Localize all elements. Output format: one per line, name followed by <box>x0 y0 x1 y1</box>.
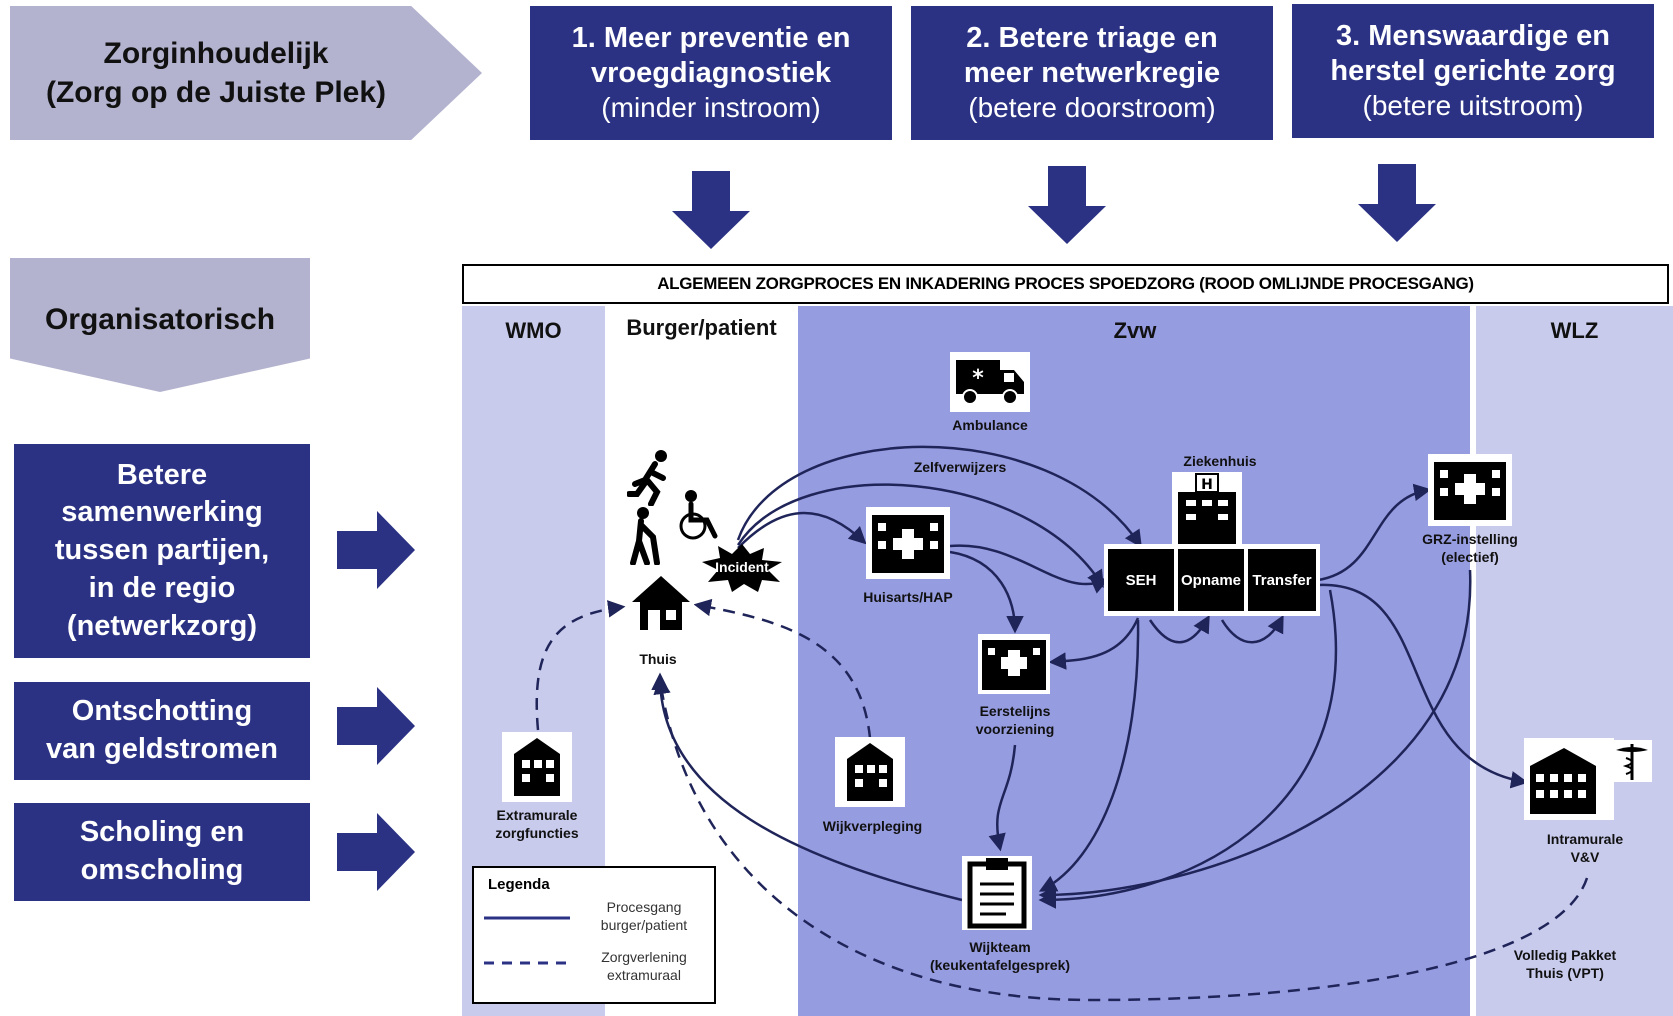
diagram-title: ALGEMEEN ZORGPROCES EN INKADERING PROCES… <box>657 274 1474 293</box>
down-arrow-3 <box>1358 164 1436 242</box>
zorginhoudelijk-arrow: Zorginhoudelijk (Zorg op de Juiste Plek) <box>10 6 482 140</box>
flow-transfer-wijkteam <box>1038 589 1338 909</box>
diagram-title-bar: ALGEMEEN ZORGPROCES EN INKADERING PROCES… <box>462 264 1669 304</box>
down-arrow-1 <box>672 171 750 249</box>
right-arrow-3 <box>337 813 415 891</box>
house-icon <box>628 570 694 636</box>
flow-incident-huisarts <box>737 511 867 549</box>
box-samenwerking: Betere samenwerking tussen partijen, in … <box>14 444 310 658</box>
flow-huisarts-eerstelijns <box>949 550 1024 634</box>
wijkverpleging-label: Wijkverpleging <box>822 818 923 834</box>
clinic-icon <box>866 507 950 579</box>
ziekenhuis-label: Ziekenhuis <box>1183 453 1257 469</box>
flow-incident-ambulance-seh <box>736 445 1142 548</box>
zvw-header: Zvw <box>1113 318 1157 343</box>
legend-dashed-label: Zorgverlening extramuraal <box>601 949 687 984</box>
flow-grz-wijkteam <box>1038 569 1472 904</box>
zorginhoudelijk-label: Zorginhoudelijk (Zorg op de Juiste Plek) <box>45 37 387 109</box>
opname-box: Opname <box>1178 549 1244 611</box>
extramurale-label: Extramurale zorgfuncties <box>495 807 579 842</box>
incident-icon <box>702 544 782 592</box>
dashed-vpt-thuis <box>653 676 1589 1002</box>
caduceus-icon <box>1612 740 1652 782</box>
box-samenwerking-text: Betere samenwerking tussen partijen, in … <box>54 458 270 642</box>
wheelchair-icon <box>679 490 718 540</box>
legend-title: Legenda <box>488 876 550 893</box>
legend: Legenda Procesgang burger/patient Zorgve… <box>472 866 716 1004</box>
box-herstel: 3. Menswaardige en herstel gerichte zorg… <box>1292 4 1654 138</box>
zelfverwijzers-label: Zelfverwijzers <box>913 459 1007 475</box>
organisatorisch-arrow: Organisatorisch <box>10 258 310 392</box>
dashed-extramurale-thuis <box>535 600 626 731</box>
flow-zelfverwijzers <box>736 483 1104 588</box>
elderly-person-icon <box>630 507 660 565</box>
box-herstel-title: 3. Menswaardige en herstel gerichte zorg <box>1330 19 1616 87</box>
box-ontschotting: Ontschotting van geldstromen <box>14 682 310 780</box>
flow-wijkteam-thuis <box>651 672 963 902</box>
eerstelijns-building-icon <box>978 634 1050 694</box>
flow-seh-wijkteam <box>1038 619 1140 892</box>
svg-text:*: * <box>972 366 984 391</box>
box-herstel-sub: (betere uitstroom) <box>1362 90 1584 122</box>
burger-header: Burger/patient <box>626 315 777 340</box>
box-preventie-title: 1. Meer preventie en vroegdiagnostiek <box>571 21 851 89</box>
grz-label: GRZ-instelling (electief) <box>1422 531 1518 566</box>
incident-label: Incident <box>715 559 769 575</box>
svg-text:H: H <box>1201 477 1213 493</box>
box-scholing: Scholing en omscholing <box>14 803 310 901</box>
intramurale-building-icon <box>1524 738 1614 820</box>
huisarts-label: Huisarts/HAP <box>863 589 953 605</box>
flow-eerstelijns-wijkteam <box>988 744 1017 852</box>
box-preventie: 1. Meer preventie en vroegdiagnostiek (m… <box>530 6 892 140</box>
runner-icon <box>627 450 667 506</box>
flow-seh-opname <box>1148 614 1210 644</box>
flow-huisarts-seh <box>949 544 1110 594</box>
flow-opname-transfer <box>1220 614 1284 644</box>
hospital-icon: H <box>1172 472 1242 546</box>
box-triage: 2. Betere triage en meer netwerkregie (b… <box>911 6 1273 140</box>
organisatorisch-label: Organisatorisch <box>44 303 276 336</box>
eerstelijns-label: Eerstelijns voorziening <box>975 703 1055 738</box>
flow-transfer-grz <box>1317 483 1432 582</box>
extramurale-building-icon <box>502 732 572 802</box>
vpt-label: Volledig Pakket Thuis (VPT) <box>1513 947 1617 982</box>
box-preventie-sub: (minder instroom) <box>601 92 821 124</box>
flow-transfer-intramurale <box>1317 583 1529 789</box>
zvw-column <box>798 306 1470 1016</box>
clipboard-icon <box>962 856 1032 930</box>
legend-dashed-line <box>484 961 570 965</box>
wlz-column <box>1476 306 1673 1016</box>
wmo-header: WMO <box>505 318 562 343</box>
seh-box: SEH <box>1108 549 1174 611</box>
down-arrow-2 <box>1028 166 1106 244</box>
intramurale-label: Intramurale V&V <box>1546 831 1624 866</box>
ambulance-label: Ambulance <box>952 417 1028 433</box>
grz-building-icon <box>1428 454 1512 526</box>
wlz-header: WLZ <box>1550 318 1599 343</box>
legend-solid-line <box>484 916 570 920</box>
right-arrow-1 <box>337 511 415 589</box>
box-scholing-text: Scholing en omscholing <box>79 816 245 886</box>
box-triage-sub: (betere doorstroom) <box>968 92 1216 124</box>
box-ontschotting-text: Ontschotting van geldstromen <box>45 695 279 765</box>
legend-solid-label: Procesgang burger/patient <box>600 899 688 934</box>
ambulance-icon: * <box>950 352 1030 412</box>
wijkverpleging-building-icon <box>835 737 905 807</box>
thuis-label: Thuis <box>639 651 677 667</box>
right-arrow-2 <box>337 687 415 765</box>
transfer-box: Transfer <box>1248 549 1316 611</box>
dashed-wijkverpleging-thuis <box>693 598 872 739</box>
flow-seh-eerstelijns <box>1048 617 1140 670</box>
wijkteam-label: Wijkteam (keukentafelgesprek) <box>929 939 1071 974</box>
box-triage-title: 2. Betere triage en meer netwerkregie <box>963 21 1221 89</box>
